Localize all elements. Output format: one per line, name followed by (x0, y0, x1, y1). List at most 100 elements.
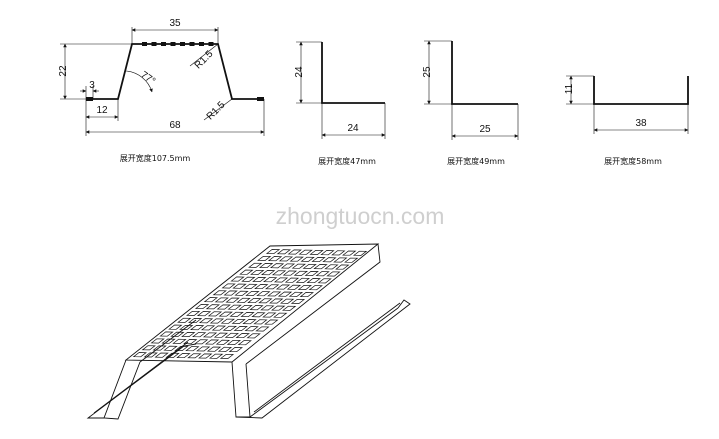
mesh-hole (259, 263, 274, 269)
mesh-hole (225, 297, 240, 303)
mesh-hole (185, 346, 200, 352)
mesh-hole (217, 346, 233, 352)
mesh-hole (196, 346, 211, 352)
caption-angle-25: 展开宽度49mm (447, 156, 505, 166)
mesh-hole (255, 326, 270, 332)
angle-arc (125, 70, 153, 93)
mesh-hole (243, 283, 258, 289)
left-web-side (139, 319, 197, 363)
mesh-hole (220, 318, 236, 324)
mesh-hole (313, 264, 328, 270)
hat-profile-drawing: 35 22 3 77° R1.5 R1.5 12 68 展开宽度107.5mm (58, 18, 265, 163)
mesh-hole (214, 297, 229, 303)
mesh-hole (170, 331, 185, 337)
mesh-hole (308, 285, 323, 291)
mesh-hole (224, 332, 239, 338)
mesh-hole (320, 250, 335, 256)
mesh-hole (174, 345, 189, 351)
dim-label-channel-width: 38 (635, 118, 647, 129)
mesh-hole (205, 304, 220, 310)
right-web-bottom-edge (249, 307, 399, 418)
left-flange (86, 343, 197, 419)
perforation-mark (189, 42, 195, 46)
mesh-hole (168, 324, 183, 330)
right-flange-lip (253, 302, 401, 413)
mesh-hole (271, 305, 286, 311)
mesh-hole (209, 318, 225, 324)
mesh-hole (286, 284, 302, 290)
mesh-hole (207, 311, 223, 317)
mesh-hole (244, 326, 259, 332)
mesh-hole (302, 263, 317, 269)
mesh-hole (230, 276, 245, 282)
mesh-hole (251, 312, 266, 318)
mesh-hole (288, 291, 304, 297)
mesh-hole (331, 250, 346, 256)
mesh-hole (246, 333, 261, 339)
mesh-hole (284, 277, 300, 283)
mesh-hole (258, 298, 273, 304)
dim-label-angle24-height: 24 (294, 66, 305, 78)
hat-profile-outline (86, 43, 264, 100)
mesh-hole (163, 345, 178, 351)
mesh-hole (291, 263, 307, 269)
mesh-hole (177, 317, 192, 323)
right-flange (235, 299, 411, 419)
mesh-hole (322, 257, 337, 263)
dim-label-radius-top: R1.5 (193, 48, 216, 71)
dim-label-channel-height: 11 (564, 83, 575, 94)
mesh-hole (276, 249, 291, 255)
channel-outline (593, 76, 689, 105)
mesh-hole (252, 277, 267, 282)
mesh-hole (235, 333, 250, 339)
mesh-hole (273, 312, 288, 318)
mesh-hole (165, 352, 180, 358)
angle-25-outline (451, 41, 518, 105)
mesh-hole (326, 271, 341, 277)
mesh-hole (271, 270, 287, 276)
dim-label-top-width: 35 (169, 18, 181, 29)
mesh-hole (188, 318, 203, 324)
mesh-hole (226, 339, 241, 345)
perforation-marks (142, 42, 214, 46)
perforation-mark (180, 42, 185, 46)
mesh-hole (172, 338, 187, 344)
mesh-hole (212, 290, 227, 296)
perforation-mark (151, 42, 157, 46)
mesh-hole (297, 284, 312, 290)
mesh-hole (232, 283, 247, 289)
mesh-hole (183, 339, 198, 345)
mesh-hole (231, 318, 246, 324)
mesh-hole (152, 345, 167, 351)
mesh-hole (194, 304, 210, 310)
dim-label-height: 22 (58, 65, 69, 77)
watermark-text: zhongtuocn.com (276, 203, 445, 229)
mesh-hole (282, 305, 297, 311)
mesh-hole (203, 297, 218, 303)
mesh-hole (193, 339, 209, 345)
mesh-hole (223, 290, 238, 296)
mesh-hole (256, 291, 271, 297)
mesh-hole (280, 298, 295, 304)
mesh-hole (309, 249, 324, 255)
mesh-hole (280, 263, 296, 269)
dim-label-total-width: 68 (169, 120, 181, 131)
mesh-hole (344, 257, 359, 263)
mesh-hole (229, 311, 244, 317)
mesh-hole (264, 284, 280, 290)
mesh-hole (233, 326, 248, 331)
mesh-hole (299, 292, 314, 298)
mesh-hole (289, 256, 304, 262)
mesh-hole (242, 319, 257, 325)
mesh-hole (211, 325, 227, 331)
mesh-hole (176, 353, 191, 359)
mesh-hole (198, 318, 214, 324)
mesh-hole (161, 338, 176, 344)
mesh-hole (218, 311, 233, 317)
mesh-hole (215, 339, 231, 345)
mesh-hole (248, 262, 263, 268)
perforation-mark (208, 42, 214, 46)
mesh-hole (269, 298, 284, 304)
caption-hat-profile: 展开宽度107.5mm (120, 153, 191, 163)
mesh-hole (262, 312, 277, 318)
